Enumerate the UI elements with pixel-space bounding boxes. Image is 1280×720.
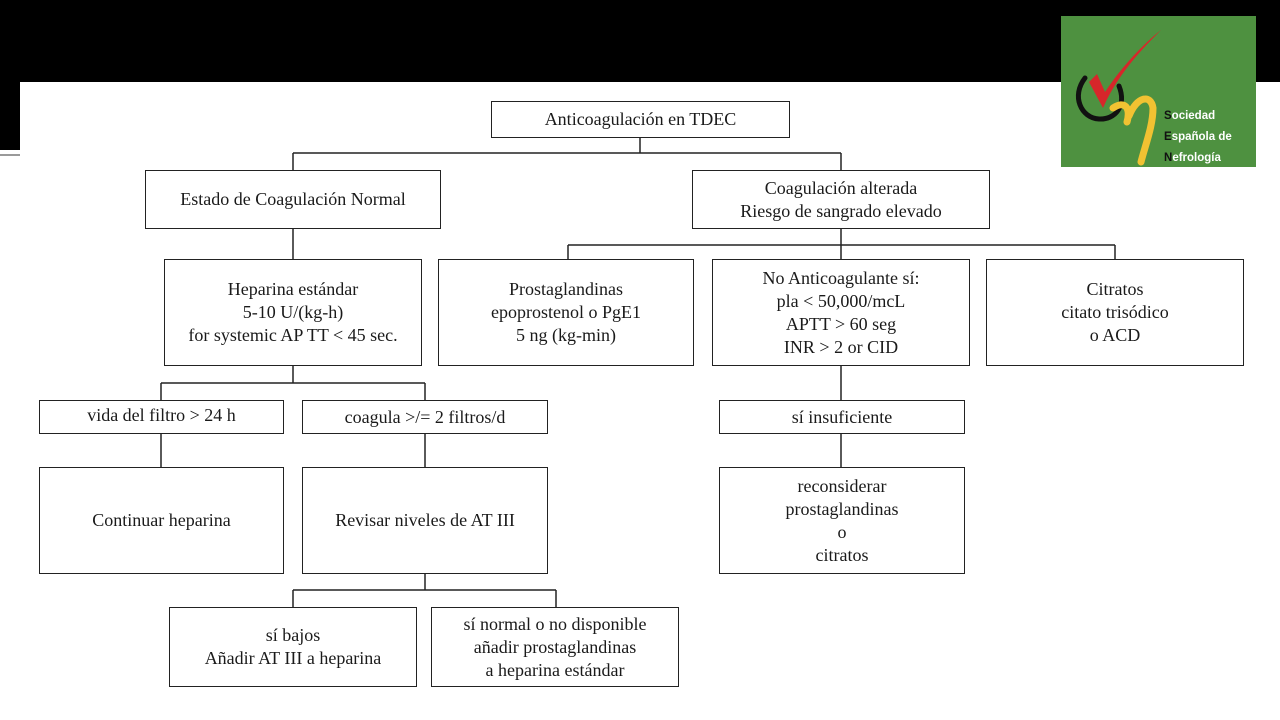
- sen-name-line: Española de: [1164, 127, 1232, 148]
- node-filter-life: vida del filtro > 24 h: [39, 400, 284, 434]
- node-reconsider-line: reconsiderar: [797, 475, 887, 496]
- node-citrates: Citratos citato trisódico o ACD: [986, 259, 1244, 366]
- sen-name: Sociedad Española de Nefrología: [1164, 106, 1232, 169]
- sen-word: efrología: [1172, 152, 1221, 164]
- node-no-anticoag-line: No Anticoagulante sí:: [762, 267, 920, 288]
- sen-initial: E: [1164, 131, 1172, 143]
- node-prostaglandins-line: Prostaglandinas: [509, 279, 623, 299]
- node-altered-line: Coagulación alterada: [764, 177, 918, 198]
- node-reconsider-line: prostaglandinas: [785, 498, 899, 519]
- node-review-at3: Revisar niveles de AT III: [302, 467, 548, 574]
- node-continue-label: Continuar heparina: [92, 510, 231, 530]
- node-altered-coagulation: Coagulación alterada Riesgo de sangrado …: [692, 170, 990, 229]
- node-normal-na-line: a heparina estándar: [485, 659, 625, 680]
- node-root-label: Anticoagulación en TDEC: [544, 109, 737, 129]
- node-no-anticoag-line: INR > 2 or CID: [783, 336, 899, 357]
- sen-name-line: Nefrología: [1164, 148, 1232, 169]
- node-heparin-line: 5-10 U/(kg-h): [242, 302, 344, 322]
- node-citrates-line: Citratos: [1086, 279, 1144, 299]
- node-heparin: Heparina estándar 5-10 U/(kg-h) for syst…: [164, 259, 422, 366]
- node-no-anticoag-line: pla < 50,000/mcL: [776, 290, 906, 311]
- sen-initial: N: [1164, 152, 1173, 164]
- node-citrates-line: citato trisódico: [1061, 302, 1169, 322]
- node-prostaglandins-line: epoprostenol o PgE1: [491, 302, 641, 322]
- node-review-label: Revisar niveles de AT III: [335, 510, 515, 530]
- sen-word: spañola de: [1171, 131, 1232, 143]
- node-no-anticoagulant: No Anticoagulante sí: pla < 50,000/mcL A…: [712, 259, 970, 366]
- node-heparin-line: for systemic AP TT < 45 sec.: [188, 325, 398, 345]
- node-normal-unavailable: sí normal o no disponible añadir prostag…: [431, 607, 679, 687]
- sen-emblem-icon: [1075, 30, 1161, 166]
- node-citrates-line: o ACD: [1089, 325, 1141, 345]
- sen-name-line: Sociedad: [1164, 106, 1232, 127]
- node-heparin-line: Heparina estándar: [227, 279, 359, 299]
- node-low-levels: sí bajos Añadir AT III a heparina: [169, 607, 417, 687]
- sen-logo: Sociedad Española de Nefrología: [1061, 16, 1256, 167]
- node-filter-life-label: vida del filtro > 24 h: [87, 404, 236, 425]
- sen-initial: S: [1164, 110, 1172, 122]
- node-reconsider-line: o: [837, 521, 847, 542]
- node-no-anticoag-line: APTT > 60 seg: [785, 313, 897, 334]
- node-normal-label: Estado de Coagulación Normal: [180, 189, 406, 209]
- node-clotting-label: coagula >/= 2 filtros/d: [344, 406, 506, 427]
- node-normal-na-line: añadir prostaglandinas: [473, 636, 637, 657]
- node-altered-line: Riesgo de sangrado elevado: [740, 200, 942, 221]
- node-continue-heparin: Continuar heparina: [39, 467, 284, 574]
- node-insufficient-label: sí insuficiente: [791, 406, 893, 427]
- node-clotting: coagula >/= 2 filtros/d: [302, 400, 548, 434]
- node-prostaglandins: Prostaglandinas epoprostenol o PgE1 5 ng…: [438, 259, 694, 366]
- node-low-line: Añadir AT III a heparina: [204, 648, 382, 668]
- node-normal-coagulation: Estado de Coagulación Normal: [145, 170, 441, 229]
- node-reconsider: reconsiderar prostaglandinas o citratos: [719, 467, 965, 574]
- node-normal-na-line: sí normal o no disponible: [463, 613, 647, 634]
- node-reconsider-line: citratos: [815, 544, 869, 565]
- node-low-line: sí bajos: [265, 625, 321, 645]
- sen-word: ociedad: [1171, 110, 1216, 122]
- node-root: Anticoagulación en TDEC: [491, 101, 790, 138]
- node-insufficient: sí insuficiente: [719, 400, 965, 434]
- node-prostaglandins-line: 5 ng (kg-min): [516, 325, 616, 345]
